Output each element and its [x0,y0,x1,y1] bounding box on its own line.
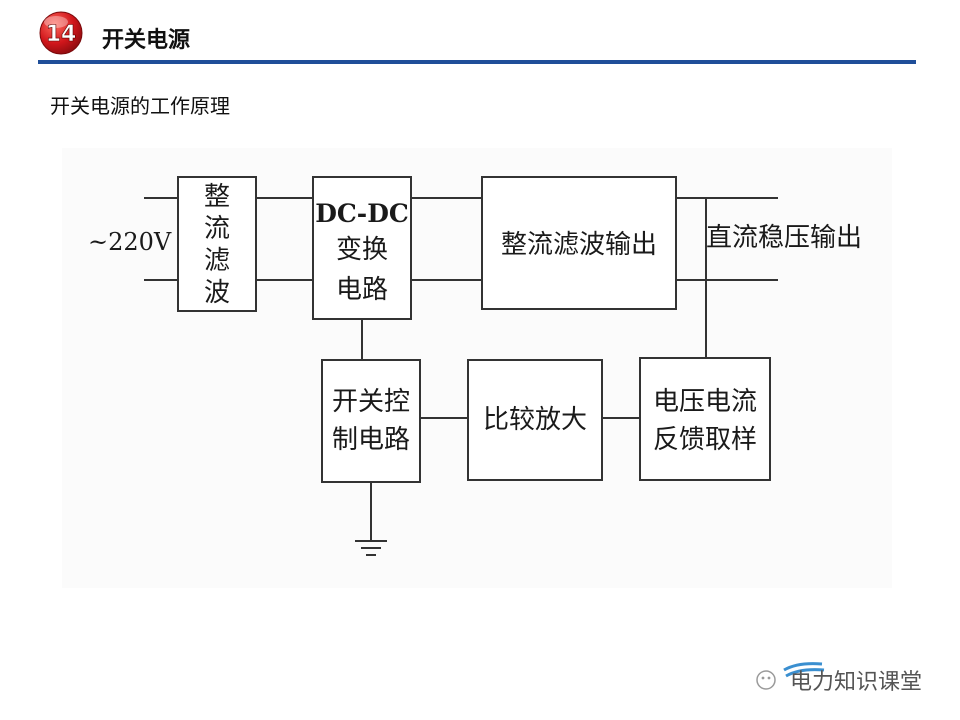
rectifier-filter-label-3: 滤 [204,246,230,276]
switch-control-block [321,359,421,483]
comparator-amplifier-label: 比较放大 [483,405,587,435]
input-voltage-label: ~220V [88,228,172,256]
rectifier-filter-label-4: 波 [204,278,230,308]
dcdc-label-3: 电路 [336,275,388,305]
section-subtitle: 开关电源的工作原理 [50,94,230,118]
page-number: 14 [46,22,77,47]
rectifier-filter-block [177,176,257,312]
dcdc-converter-block [312,176,412,320]
feedback-sampling-block [639,357,771,481]
header-divider [38,60,916,64]
watermark-logo-icon [756,662,825,690]
switch-control-label-2: 制电路 [332,425,410,455]
output-rectifier-filter-block [481,176,677,310]
dc-output-label: 直流稳压输出 [706,223,862,253]
dcdc-label-1: DC-DC [315,199,409,228]
feedback-sampling-label-2: 反馈取样 [653,425,757,455]
dcdc-label-2: 变换 [336,235,388,265]
page-number-badge: 14 [39,11,83,55]
comparator-amplifier-block [467,359,603,481]
rectifier-filter-label-1: 整 [204,182,230,212]
rectifier-filter-label-2: 流 [204,214,230,244]
page-title: 开关电源 [102,28,191,53]
switch-control-label-1: 开关控 [332,387,410,417]
ground-symbol-icon [355,540,387,556]
watermark-text: 电力知识课堂 [790,670,923,695]
output-rectifier-filter-label: 整流滤波输出 [501,230,657,260]
feedback-sampling-label-1: 电压电流 [653,387,757,417]
